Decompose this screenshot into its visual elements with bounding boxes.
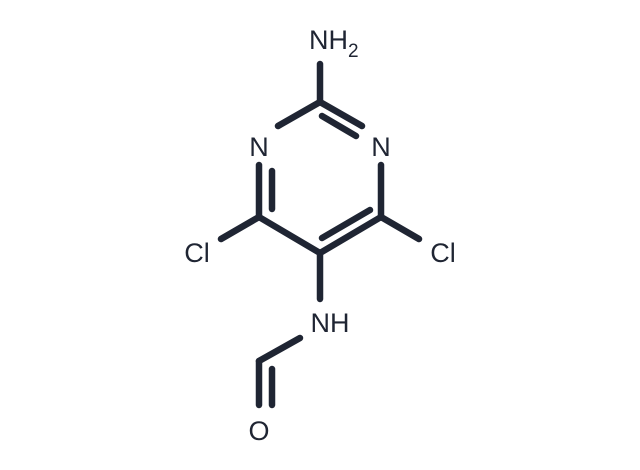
atom-chloro-right: Cl — [430, 238, 456, 268]
bonds — [217, 60, 423, 409]
bond-c6-cl — [217, 213, 263, 243]
bond-c5-c4-inner — [318, 206, 374, 242]
bond-nh-cho — [255, 334, 304, 365]
atom-labels: NH2 N N Cl Cl NH O — [184, 25, 456, 446]
bond-c6-c5 — [255, 213, 324, 257]
bond-c2-n3 — [316, 98, 366, 130]
bond-c2-n1 — [274, 98, 324, 130]
atom-ring-n-left: N — [249, 132, 269, 162]
atom-amino-label: NH2 — [309, 25, 359, 62]
bond-c2-n3-inner — [318, 112, 360, 140]
atom-carbonyl-o: O — [248, 416, 269, 446]
bond-c4-cl — [377, 213, 423, 243]
atom-amide-nh: NH — [311, 308, 350, 338]
bond-c5-c4 — [316, 213, 385, 257]
atom-chloro-left: Cl — [184, 238, 210, 268]
atom-ring-n-right: N — [371, 132, 391, 162]
